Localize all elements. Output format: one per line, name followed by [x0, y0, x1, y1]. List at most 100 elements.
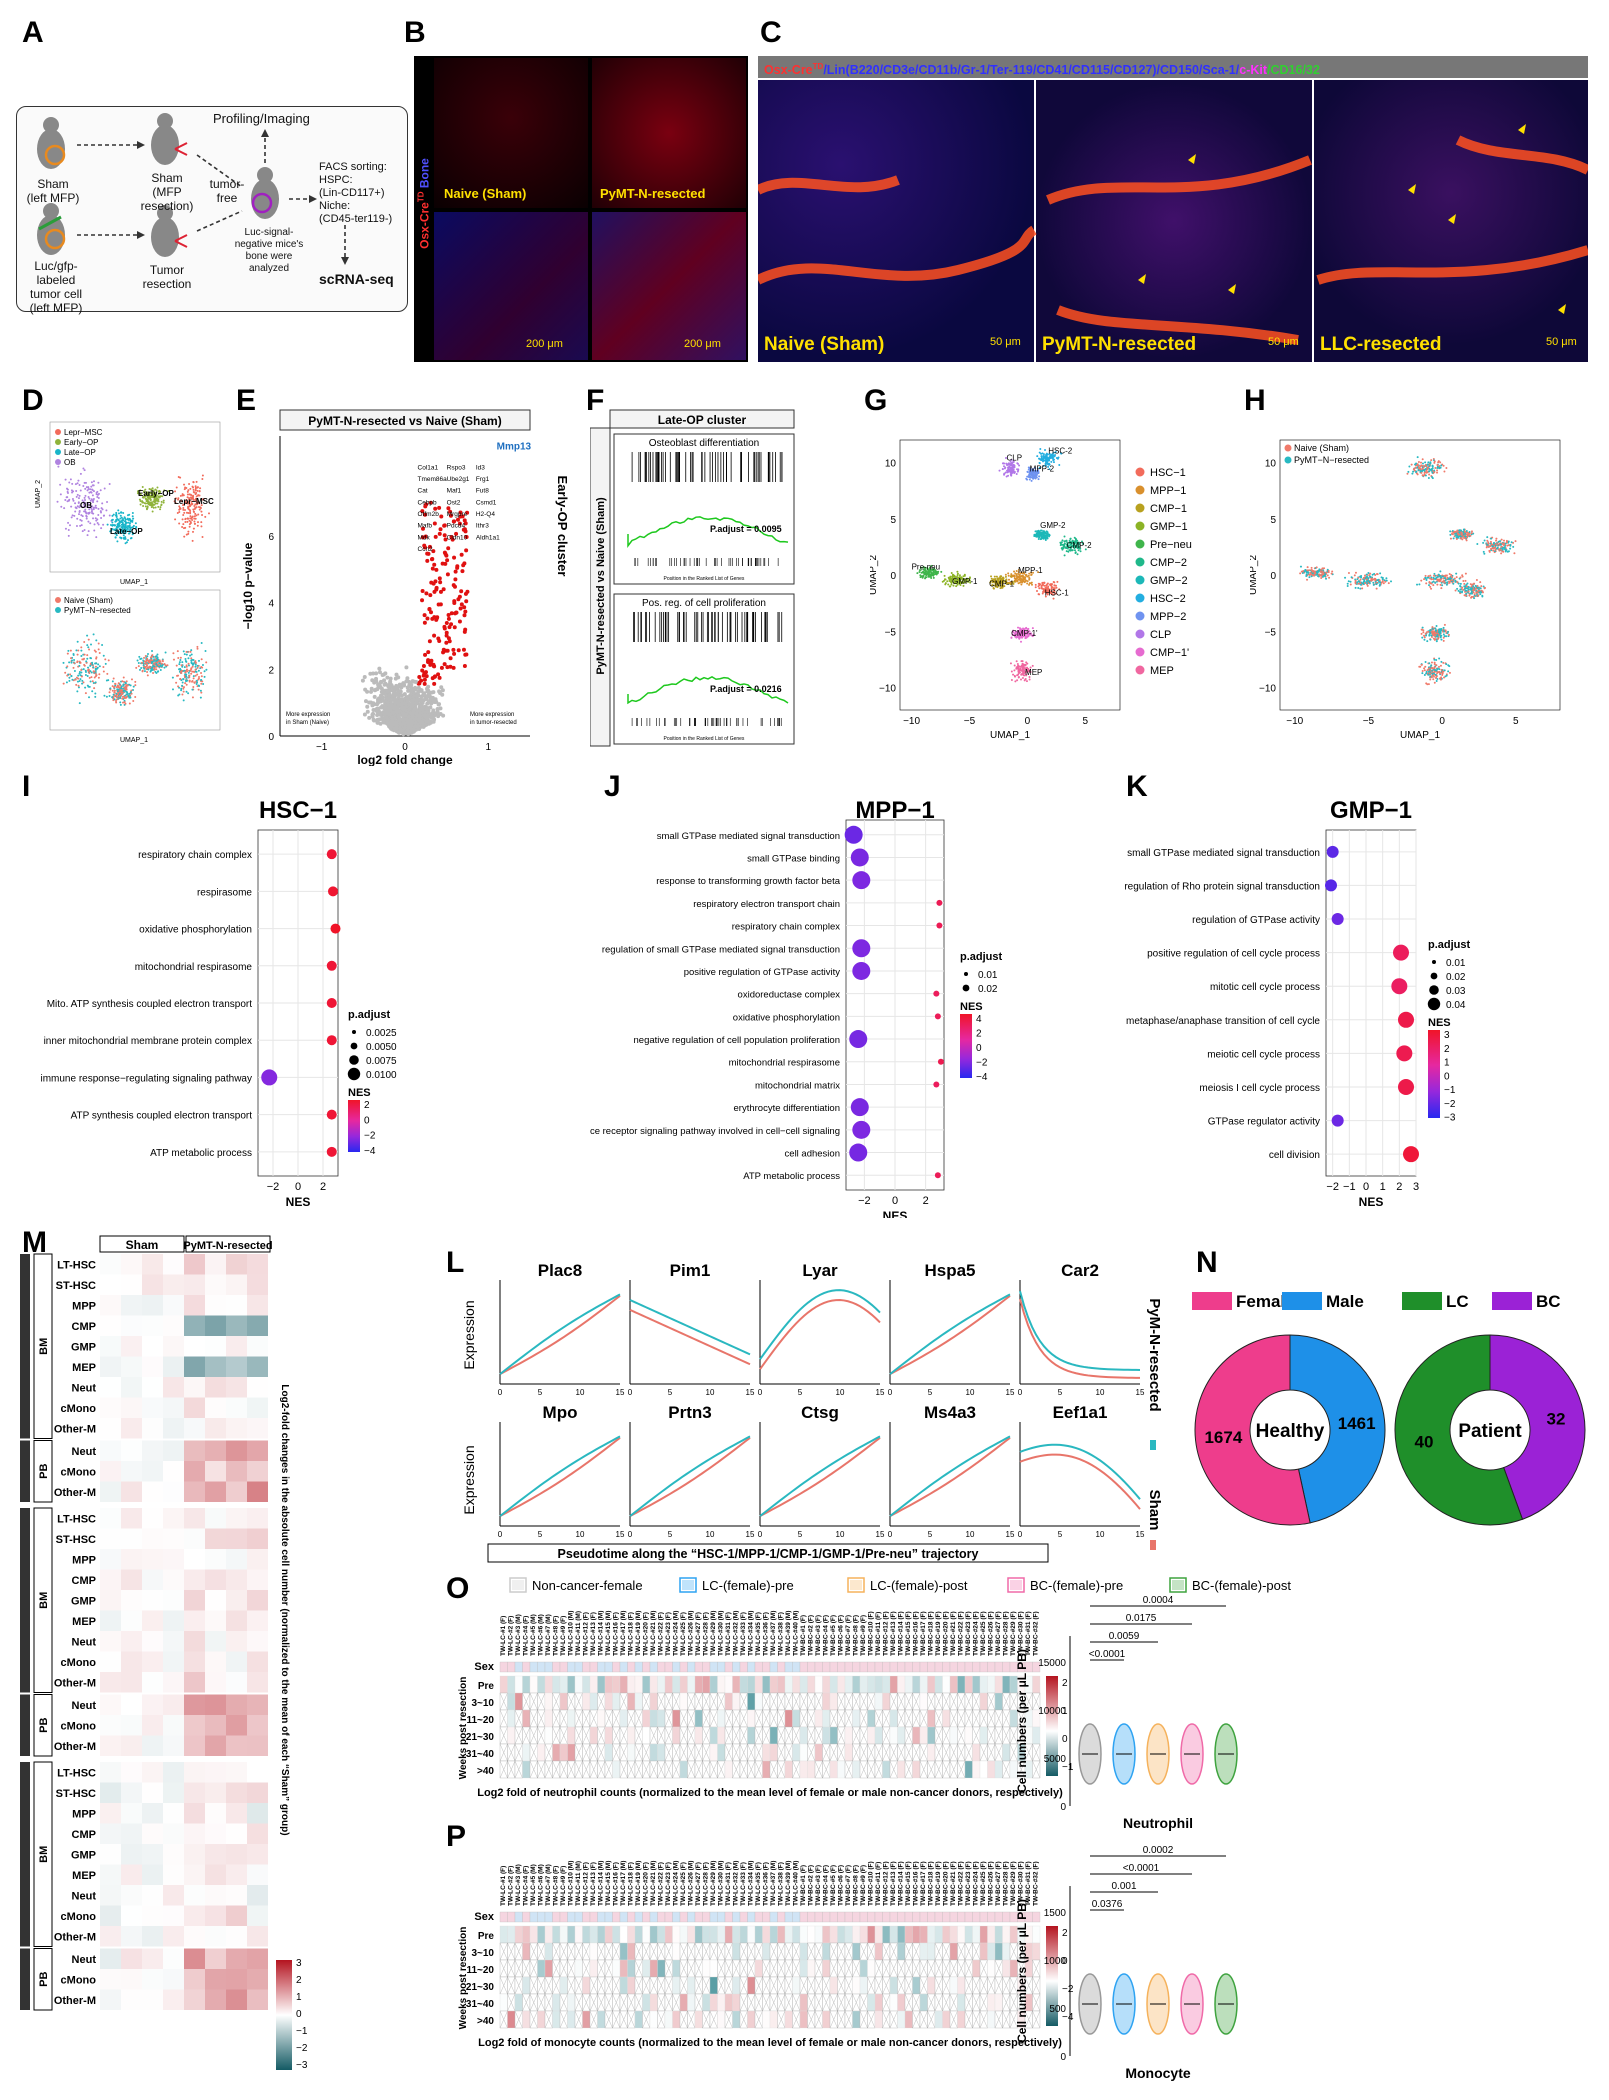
g-point [953, 579, 956, 582]
h-frame [1279, 439, 1561, 711]
d-point [64, 527, 67, 530]
d-point [57, 465, 60, 468]
d-point [123, 532, 126, 535]
d-point [139, 657, 142, 660]
g-legend-label: MPP−1 [1150, 485, 1186, 497]
g-point [1046, 461, 1049, 464]
d-point [80, 519, 83, 522]
g-point [1024, 631, 1027, 634]
d-point [137, 490, 140, 493]
d-point [192, 530, 195, 533]
d-point [70, 489, 73, 492]
d-point [194, 668, 197, 671]
d-point [80, 649, 83, 652]
d-point [128, 529, 131, 532]
h-point [1433, 460, 1436, 463]
d-point [181, 693, 184, 696]
e-point [409, 689, 414, 694]
d-point [73, 669, 76, 672]
h-point [1443, 470, 1446, 473]
e-point [408, 711, 413, 716]
d-point [96, 500, 99, 503]
d-point [76, 482, 79, 485]
g-point [1013, 570, 1016, 573]
d-point [187, 517, 190, 520]
d-point [184, 682, 187, 685]
d-point [179, 476, 182, 479]
g-point [1009, 466, 1012, 469]
e-point [446, 612, 451, 617]
g-point [1080, 540, 1083, 543]
d-point [188, 525, 191, 528]
f-side-label: PyMT-N-resected vs Naive (Sham) [595, 497, 607, 675]
g-point [1006, 464, 1009, 467]
g-point [1034, 530, 1037, 533]
g-point [1021, 572, 1024, 575]
g-point [1026, 662, 1029, 665]
g-point [1021, 579, 1024, 582]
d-point [185, 650, 188, 653]
d-point [193, 515, 196, 518]
h-point [1379, 572, 1382, 575]
d-point [111, 524, 114, 527]
h-point [1305, 571, 1308, 574]
e-gene-label: Rspo3 [447, 464, 466, 471]
d-point [191, 680, 194, 683]
d-point [97, 514, 100, 517]
d-point [67, 529, 70, 532]
f-gsea-box [613, 593, 795, 745]
e-point [434, 567, 439, 572]
d-point [81, 682, 84, 685]
d-point [172, 652, 175, 655]
g-ytick: 0 [890, 571, 896, 582]
d-point [83, 653, 86, 656]
b-image-pymt-top [592, 58, 746, 208]
e-point [437, 639, 442, 644]
d-point [77, 684, 80, 687]
h-point [1505, 548, 1508, 551]
g-point [1022, 629, 1025, 632]
g-point [1002, 465, 1005, 468]
e-point [402, 726, 407, 731]
d-point [64, 498, 67, 501]
g-point [1042, 464, 1045, 467]
d-point [172, 658, 175, 661]
d-point [93, 670, 96, 673]
d-point [181, 661, 184, 664]
g-point [1047, 585, 1050, 588]
d-point [163, 489, 166, 492]
d-point [186, 490, 189, 493]
e-ytick: 6 [268, 532, 274, 543]
d-point [199, 506, 202, 509]
g-point [968, 576, 971, 579]
h-point [1424, 474, 1427, 477]
e-point [432, 681, 437, 686]
d-point [184, 486, 187, 489]
g-point [1051, 593, 1054, 596]
d-point [141, 500, 144, 503]
h-point [1372, 583, 1375, 586]
g-point [1020, 633, 1023, 636]
g-point [950, 583, 953, 586]
g-point [1025, 667, 1028, 670]
h-point [1462, 533, 1465, 536]
d-point [177, 498, 180, 501]
h-point [1483, 539, 1486, 542]
g-point [1036, 534, 1039, 537]
e-gene-label: Cldn10 [447, 534, 468, 541]
d-point [121, 527, 124, 530]
d-legend-label: Late−OP [64, 448, 96, 457]
d-point [138, 498, 141, 501]
h-point [1491, 546, 1494, 549]
g-ytick: −5 [885, 627, 897, 638]
h-point [1451, 533, 1454, 536]
g-point [1010, 464, 1013, 467]
e-point [420, 509, 425, 514]
e-point [429, 580, 434, 585]
g-point [1027, 627, 1030, 630]
d-point [74, 502, 77, 505]
e-gene-label: Cat [418, 488, 428, 495]
d-point [197, 659, 200, 662]
d-point [190, 653, 193, 656]
d-point [189, 515, 192, 518]
